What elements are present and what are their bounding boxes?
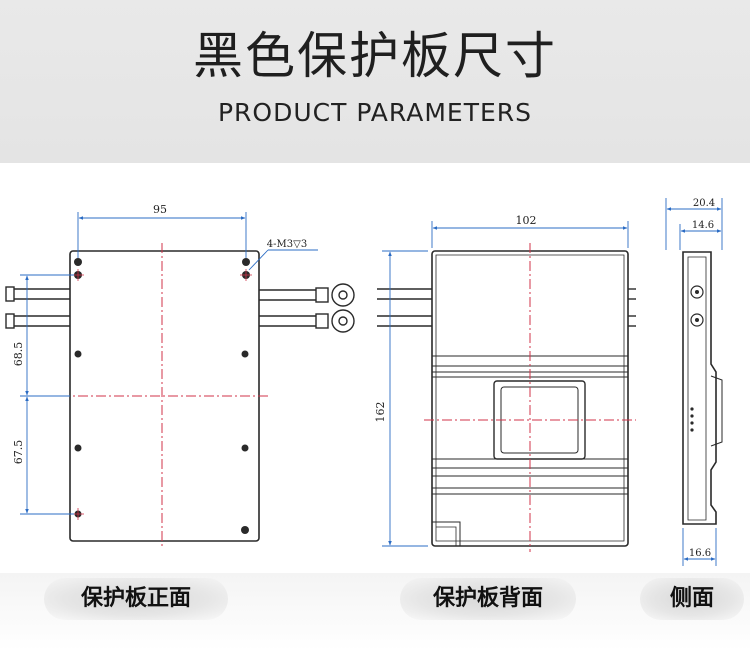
header-banner [0, 0, 750, 163]
caption-back: 保护板背面 [400, 578, 576, 620]
back-width-dimension [431, 221, 629, 248]
back-wires [377, 288, 636, 327]
front-width-label: 95 [153, 203, 167, 216]
front-view: 95 4-M3▽3 68.5 67.5 [5, 203, 355, 548]
back-width-label: 102 [516, 214, 537, 227]
back-height-dimension [382, 250, 428, 547]
side-view: 20.4 14.6 16.6 [665, 198, 723, 566]
back-view: 102 162 [374, 214, 636, 552]
page-title: 黑色保护板尺寸 [193, 27, 557, 85]
side-top-width-label: 20.4 [693, 198, 715, 209]
front-height-top-label: 68.5 [12, 342, 25, 367]
caption-front: 保护板正面 [44, 578, 228, 620]
front-height-dimensions [20, 274, 74, 515]
page-subtitle: PRODUCT PARAMETERS [217, 98, 533, 127]
side-bottom-width-label: 16.6 [689, 548, 711, 559]
front-width-dimension [77, 212, 247, 258]
caption-side: 侧面 [640, 578, 744, 620]
front-wires [5, 283, 355, 333]
front-height-bottom-label: 67.5 [12, 440, 25, 465]
side-dimensions [665, 198, 723, 566]
back-height-label: 162 [374, 402, 387, 423]
hole-spec-label: 4-M3▽3 [267, 239, 307, 250]
side-inner-width-label: 14.6 [692, 220, 714, 231]
